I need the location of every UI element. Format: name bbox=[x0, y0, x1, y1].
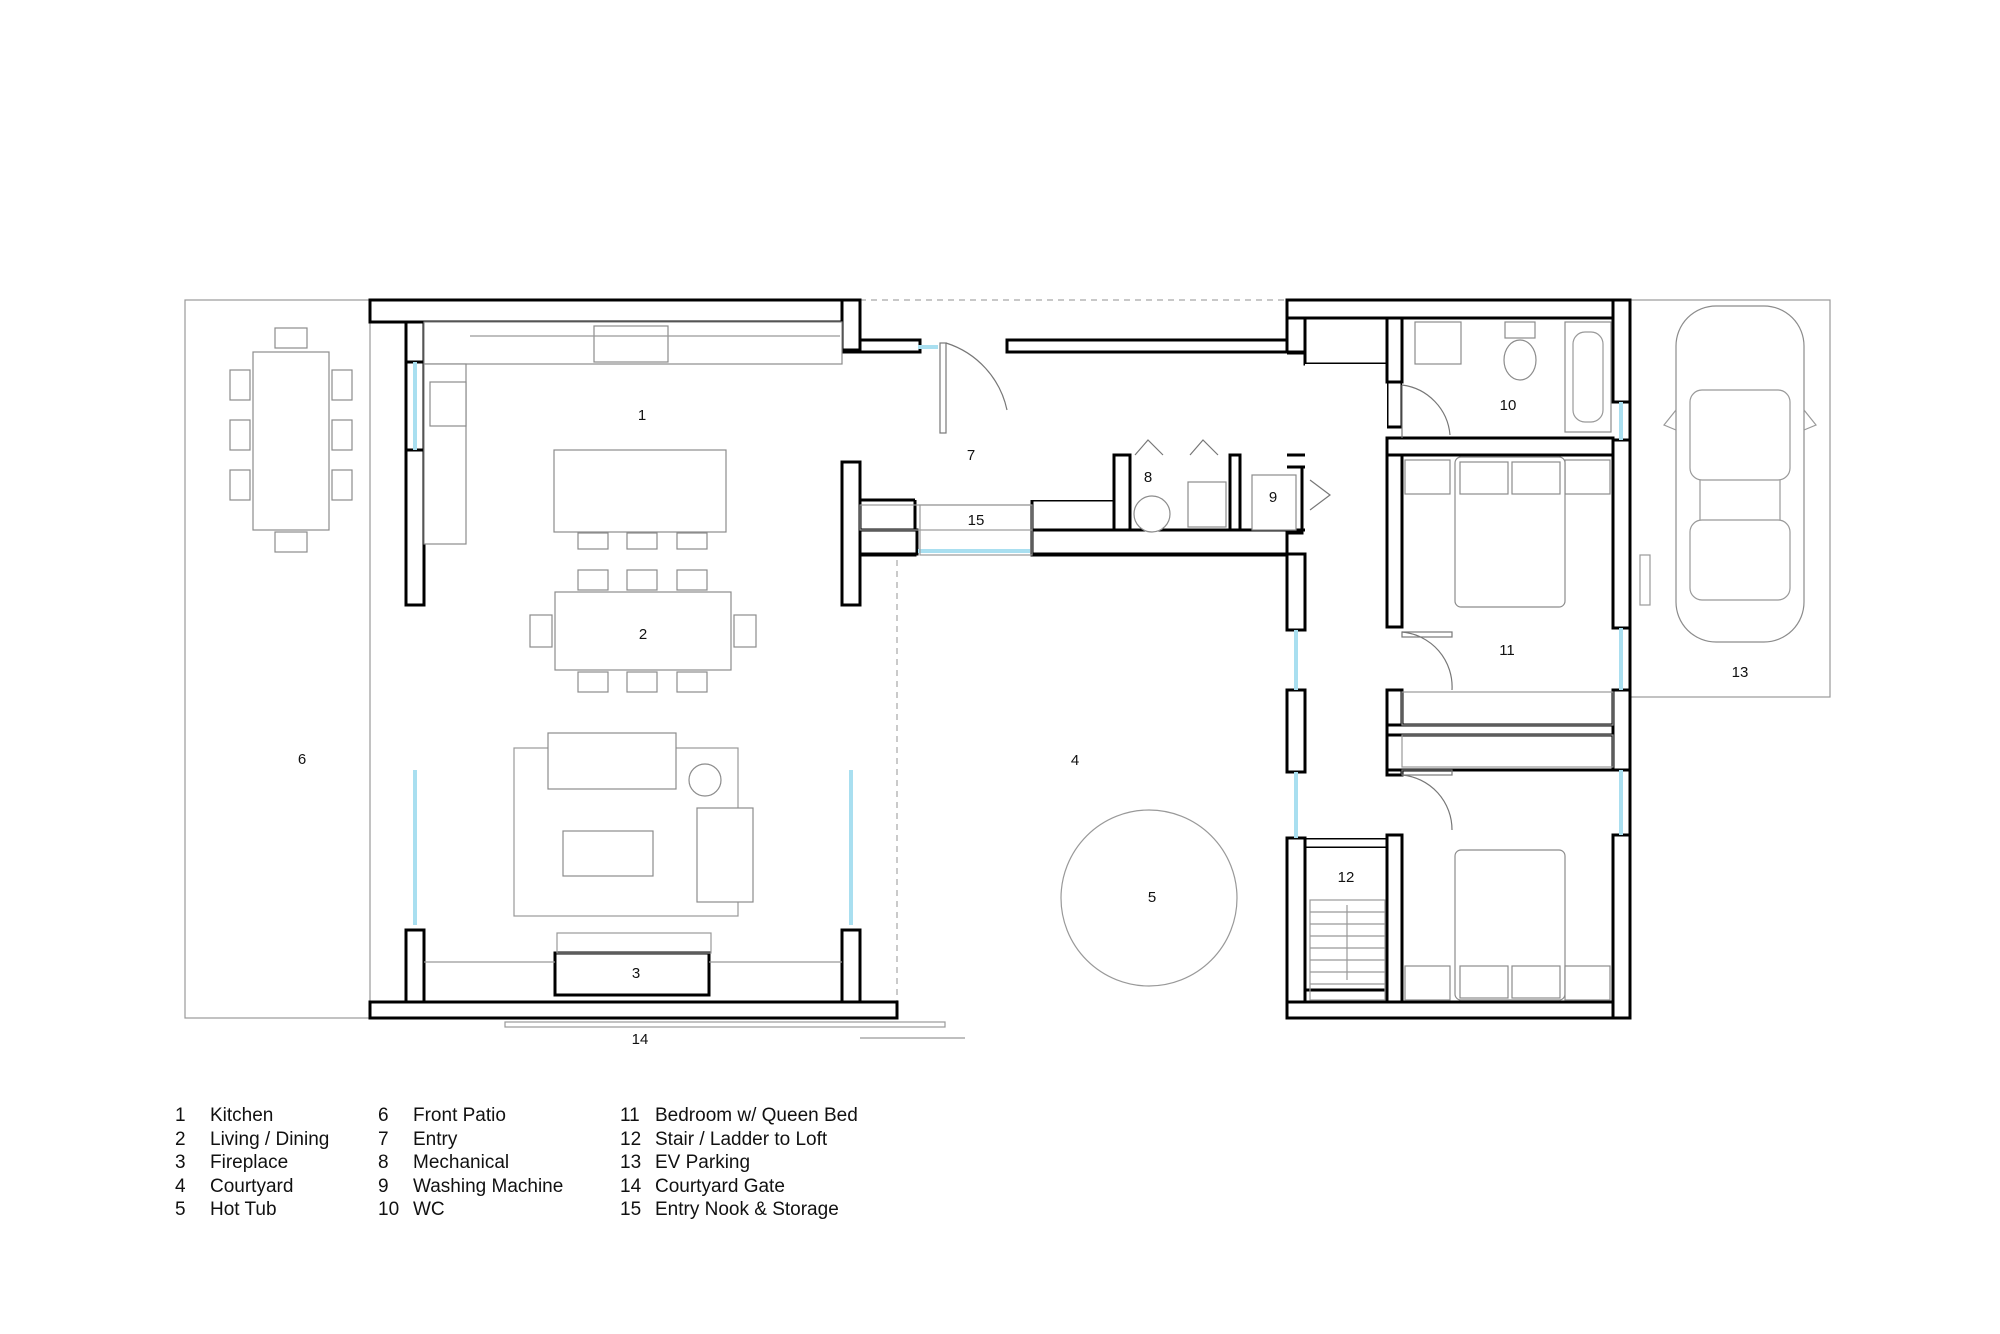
bedroom-1-furniture bbox=[1401, 456, 1614, 726]
legend-item: 5 Hot Tub bbox=[175, 1198, 329, 1222]
legend-num: 6 bbox=[378, 1105, 389, 1126]
room-label-nook: 15 bbox=[968, 512, 985, 529]
front-patio-outline bbox=[184, 299, 371, 1019]
wc-fixtures bbox=[1414, 321, 1612, 433]
legend-label: Living / Dining bbox=[210, 1128, 330, 1150]
legend-item: 2 Living / Dining bbox=[175, 1128, 329, 1152]
legend-label: EV Parking bbox=[655, 1152, 751, 1173]
dining-set bbox=[229, 327, 757, 693]
legend-item: 6 Front Patio bbox=[378, 1104, 563, 1128]
car-icon bbox=[1639, 305, 1817, 643]
legend-num: 11 bbox=[620, 1105, 640, 1126]
legend-label: Bedroom w/ Queen Bed bbox=[655, 1105, 858, 1126]
legend-col-1: 1 Kitchen 2 Living / Dining 3 Fireplace 4 Co… bbox=[175, 1104, 329, 1222]
windows bbox=[413, 345, 1623, 925]
legend-num: 12 bbox=[620, 1128, 642, 1150]
legend-num: 14 bbox=[620, 1175, 642, 1197]
room-label-hot-tub: 5 bbox=[1148, 889, 1156, 906]
legend-label: Courtyard bbox=[210, 1175, 294, 1197]
room-label-patio: 6 bbox=[298, 751, 306, 768]
legend-item: 3 Fireplace bbox=[175, 1151, 329, 1175]
legend-label: Kitchen bbox=[210, 1105, 274, 1126]
room-labels: 1 2 3 4 5 6 7 8 9 10 11 12 13 14 15 bbox=[298, 397, 1749, 1048]
room-label-ev: 13 bbox=[1732, 664, 1749, 681]
room-label-bedroom: 11 bbox=[1499, 642, 1515, 659]
legend-item: 12 Stair / Ladder to Loft bbox=[620, 1128, 858, 1152]
room-label-fireplace: 3 bbox=[632, 965, 640, 982]
legend-item: 1 Kitchen bbox=[175, 1104, 329, 1128]
legend-item: 11 Bedroom w/ Queen Bed bbox=[620, 1104, 858, 1128]
legend-num: 7 bbox=[378, 1128, 389, 1150]
legend-label: Stair / Ladder to Loft bbox=[655, 1128, 828, 1150]
legend-num: 3 bbox=[175, 1152, 186, 1173]
kitchen-cabinets bbox=[423, 321, 843, 545]
mechanical-equipment bbox=[1133, 474, 1297, 533]
legend-label: Hot Tub bbox=[210, 1199, 277, 1220]
room-label-living: 2 bbox=[639, 626, 647, 643]
room-label-washer: 9 bbox=[1269, 489, 1277, 506]
legend-num: 5 bbox=[175, 1199, 186, 1220]
legend-item: 10 WC bbox=[378, 1198, 563, 1222]
legend-label: Courtyard Gate bbox=[655, 1175, 785, 1197]
legend-label: Washing Machine bbox=[413, 1175, 564, 1197]
legend-num: 13 bbox=[620, 1152, 642, 1173]
legend-label: Entry Nook & Storage bbox=[655, 1199, 839, 1220]
room-label-mechanical: 8 bbox=[1144, 469, 1152, 486]
legend-item: 8 Mechanical bbox=[378, 1151, 563, 1175]
legend-item: 13 EV Parking bbox=[620, 1151, 858, 1175]
legend-num: 9 bbox=[378, 1175, 389, 1197]
room-label-gate: 14 bbox=[632, 1031, 649, 1048]
legend-item: 4 Courtyard bbox=[175, 1175, 329, 1199]
legend-label: WC bbox=[413, 1199, 445, 1220]
living-furniture bbox=[424, 732, 842, 963]
legend-label: Fireplace bbox=[210, 1152, 289, 1173]
legend-col-2: 6 Front Patio 7 Entry 8 Mechanical 9 Washing… bbox=[378, 1104, 563, 1222]
legend-label: Mechanical bbox=[413, 1152, 510, 1173]
stair bbox=[1309, 899, 1386, 1001]
legend-col-3: 11 Bedroom w/ Queen Bed 12 Stair / Ladder … bbox=[620, 1104, 858, 1222]
hot-tub bbox=[1060, 809, 1238, 987]
room-label-courtyard: 4 bbox=[1071, 752, 1079, 769]
legend-label: Front Patio bbox=[413, 1105, 506, 1126]
bedroom-2-furniture bbox=[1401, 734, 1614, 1001]
room-label-stair: 12 bbox=[1338, 869, 1355, 886]
legend-item: 9 Washing Machine bbox=[378, 1175, 563, 1199]
legend-item: 15 Entry Nook & Storage bbox=[620, 1198, 858, 1222]
thick-walls bbox=[368, 298, 1632, 1020]
room-label-wc: 10 bbox=[1500, 397, 1517, 414]
legend-num: 8 bbox=[378, 1152, 389, 1173]
legend-num: 2 bbox=[175, 1128, 186, 1150]
room-label-kitchen: 1 bbox=[638, 407, 646, 424]
legend-num: 10 bbox=[378, 1199, 400, 1220]
entry-nook bbox=[859, 504, 1033, 556]
courtyard-gate bbox=[504, 1021, 965, 1039]
room-label-entry: 7 bbox=[967, 447, 975, 464]
doors bbox=[939, 342, 1453, 831]
legend-num: 4 bbox=[175, 1175, 186, 1197]
legend-num: 15 bbox=[620, 1199, 642, 1220]
legend-item: 7 Entry bbox=[378, 1128, 563, 1152]
legend-item: 14 Courtyard Gate bbox=[620, 1175, 858, 1199]
legend-num: 1 bbox=[175, 1105, 186, 1126]
legend-label: Entry bbox=[413, 1128, 458, 1150]
